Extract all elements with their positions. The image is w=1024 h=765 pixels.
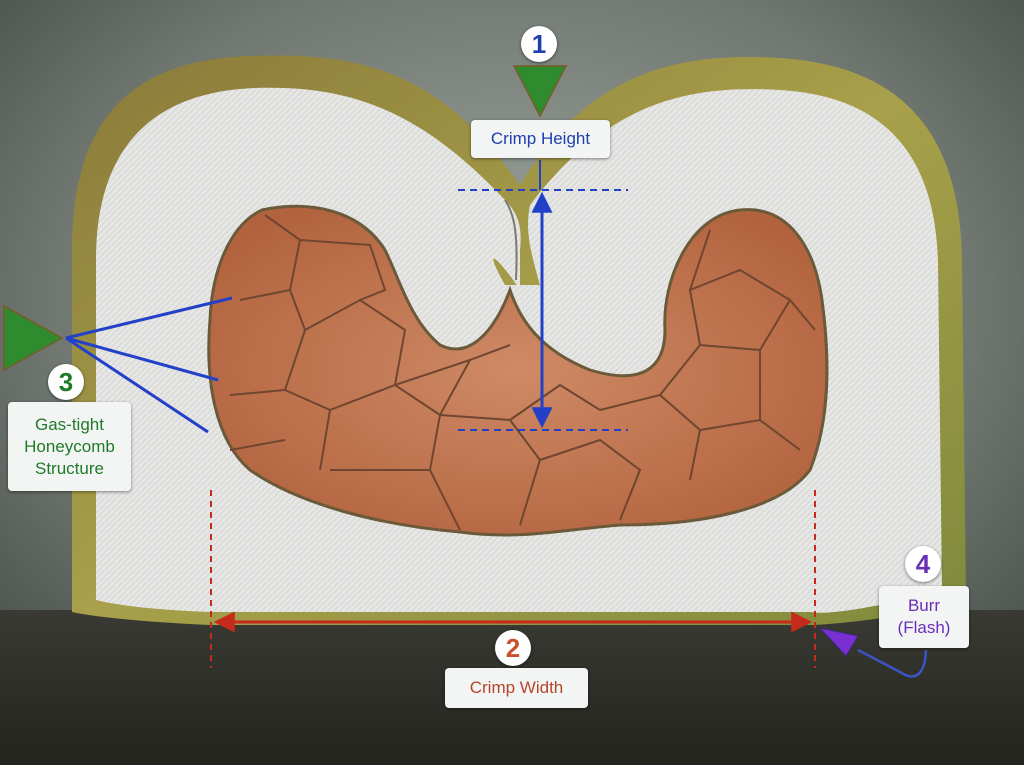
burr-pointer-line bbox=[857, 648, 928, 678]
crimp-height-dimension bbox=[458, 160, 628, 431]
crimp-width-label: Crimp Width bbox=[445, 668, 588, 708]
burr-pointer bbox=[818, 627, 928, 678]
badge-3: 3 bbox=[48, 364, 84, 400]
badge-4: 4 bbox=[905, 546, 941, 582]
burr-flash-label: Burr (Flash) bbox=[879, 586, 969, 648]
badge-2: 2 bbox=[495, 630, 531, 666]
crimp-height-label: Crimp Height bbox=[471, 120, 610, 158]
copper-conductor bbox=[207, 204, 829, 537]
sleeve-seam bbox=[504, 199, 518, 281]
crimp-height-triangle-marker bbox=[512, 65, 568, 118]
burr-arrowhead bbox=[818, 627, 859, 657]
honeycomb-triangle-marker bbox=[3, 304, 64, 372]
honeycomb-cells bbox=[229, 214, 816, 531]
honeycomb-pointer-lines bbox=[65, 296, 233, 434]
honeycomb-structure-label: Gas-tight Honeycomb Structure bbox=[8, 402, 131, 491]
badge-1: 1 bbox=[521, 26, 557, 62]
crimp-width-dimension bbox=[210, 490, 816, 668]
